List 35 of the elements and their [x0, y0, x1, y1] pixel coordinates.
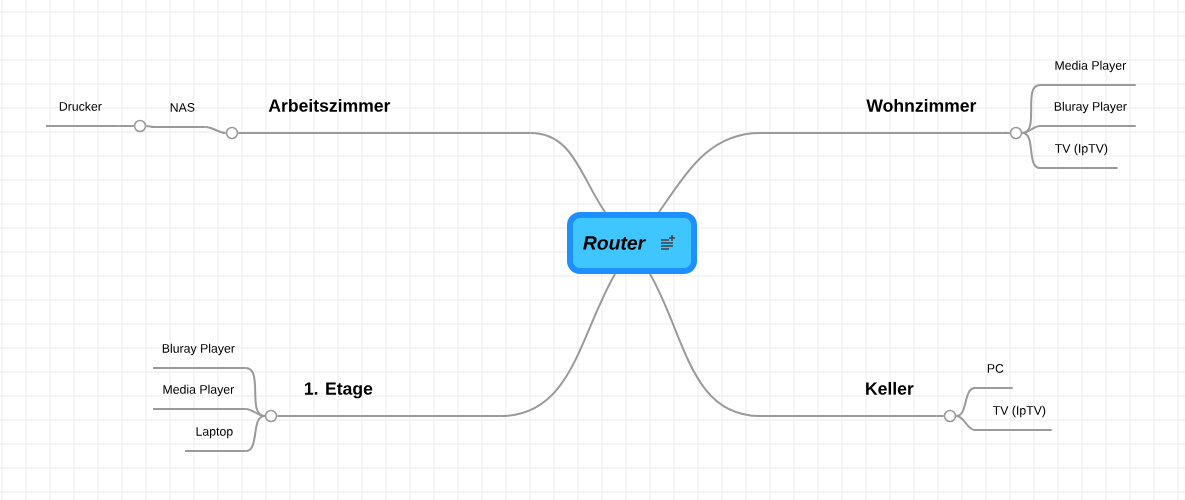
subtopic-label: Media Player: [1039, 60, 1137, 86]
topic-label: 1. Etage: [284, 382, 502, 417]
subtopic-label: NAS: [153, 103, 207, 128]
connector-line: [955, 387, 976, 417]
collapse-toggle: [225, 126, 239, 140]
topic-label: Wohnzimmer: [759, 98, 1004, 134]
collapse-toggle: [943, 409, 957, 423]
subtopic-label: TV (IpTV): [974, 405, 1053, 431]
collapse-toggle: [1009, 126, 1023, 140]
connector-line: [955, 415, 976, 431]
connector-line: [1021, 132, 1041, 169]
connector-line: [658, 132, 761, 213]
connector-line: [935, 415, 945, 417]
connector-line: [145, 125, 155, 128]
subtopic-label: PC: [974, 364, 1014, 389]
collapse-toggle: [133, 119, 147, 133]
subtopic-label: Bluray Player: [1039, 101, 1137, 127]
connector-line: [649, 273, 761, 417]
collapse-toggle: [264, 409, 278, 423]
connector-line: [244, 415, 266, 452]
connector-line: [1001, 132, 1011, 134]
subtopic-label: Media Player: [152, 384, 247, 410]
topic-label: Keller: [759, 381, 938, 417]
connector-line: [117, 125, 135, 127]
subtopic-label: Drucker: [45, 101, 120, 127]
connector-line: [529, 132, 606, 213]
connector-line: [204, 126, 227, 134]
subtopic-label: TV (IpTV): [1039, 143, 1119, 169]
topic-label: Arbeitszimmer: [245, 98, 532, 134]
connector-line: [499, 273, 616, 417]
central-topic-box: Router: [567, 212, 697, 274]
subtopic-label: Laptop: [184, 427, 247, 452]
connector-line: [237, 132, 247, 134]
connector-line: [276, 415, 286, 417]
subtopic-label: Bluray Player: [152, 343, 247, 369]
